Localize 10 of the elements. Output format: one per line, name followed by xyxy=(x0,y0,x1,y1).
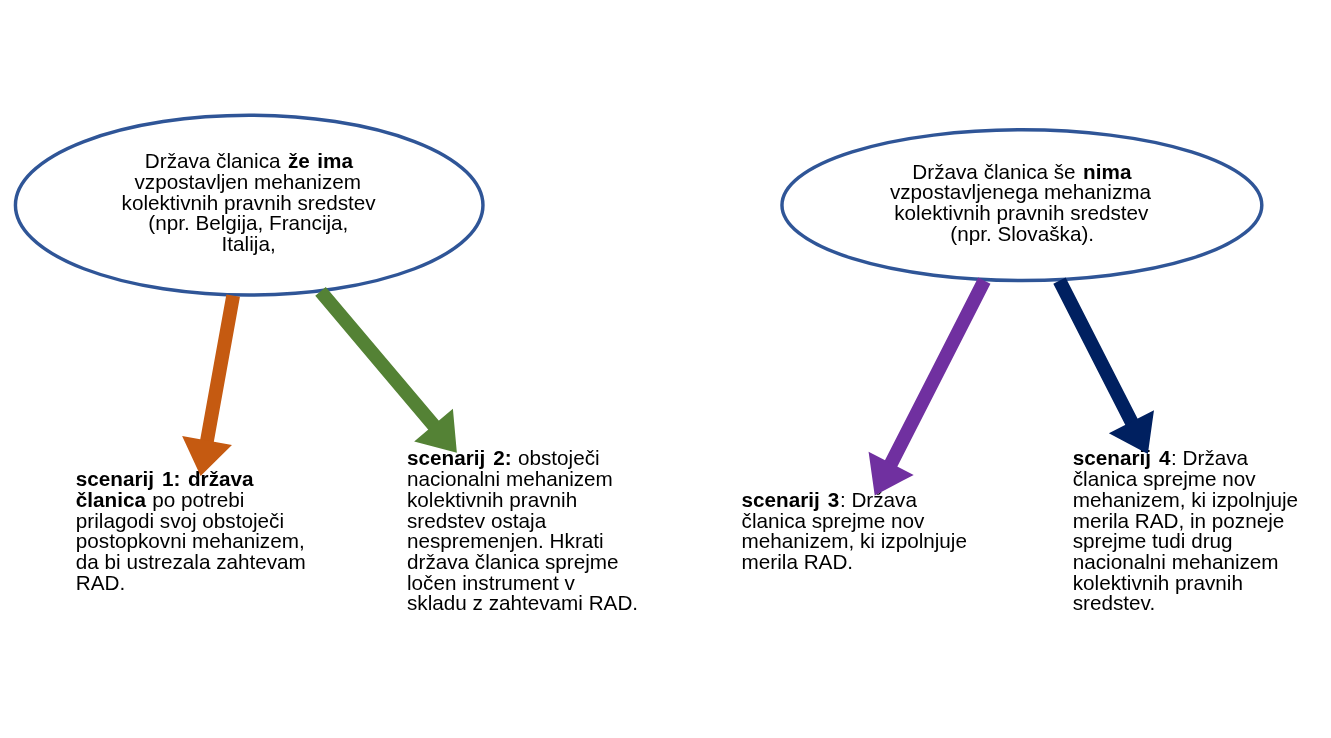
arrow xyxy=(868,277,991,496)
arrow xyxy=(1053,277,1154,454)
node-text: scenarij 3: Država članica sprejme nov mehanizem, ki izpolnjuje merila RAD. xyxy=(741,487,967,573)
node-text: scenarij 2: obstoječi nacionalni mehanizem kolektivnih pravnih sredstev ostaja nespremenjen. Hkrati država članica sprejme ločen instrument v skladu z zahtevami RAD. xyxy=(407,446,639,615)
node-text: scenarij 4: Država članica sprejme nov mehanizem, ki izpolnjuje merila RAD, in pozneje sprejme tudi drug nacionalni mehanizem kolektivnih pravnih sredstev. xyxy=(1072,446,1299,615)
arrow xyxy=(315,286,457,453)
arrow xyxy=(182,294,240,476)
node-text: scenarij 1: država članica po potrebi prilagodi svoj obstoječi postopkovni mehanizem, da bi ustrezala zahtevam RAD. xyxy=(75,467,306,594)
node-ellipse: Država članica že ima vzpostavljen mehanizem kolektivnih pravnih sredstev (npr. Belgija, Francija, Italija, xyxy=(13,113,485,297)
node-ellipse: Država članica še nima vzpostavljenega mehanizma kolektivnih pravnih sredstev (npr. Slovaška). xyxy=(780,128,1264,283)
